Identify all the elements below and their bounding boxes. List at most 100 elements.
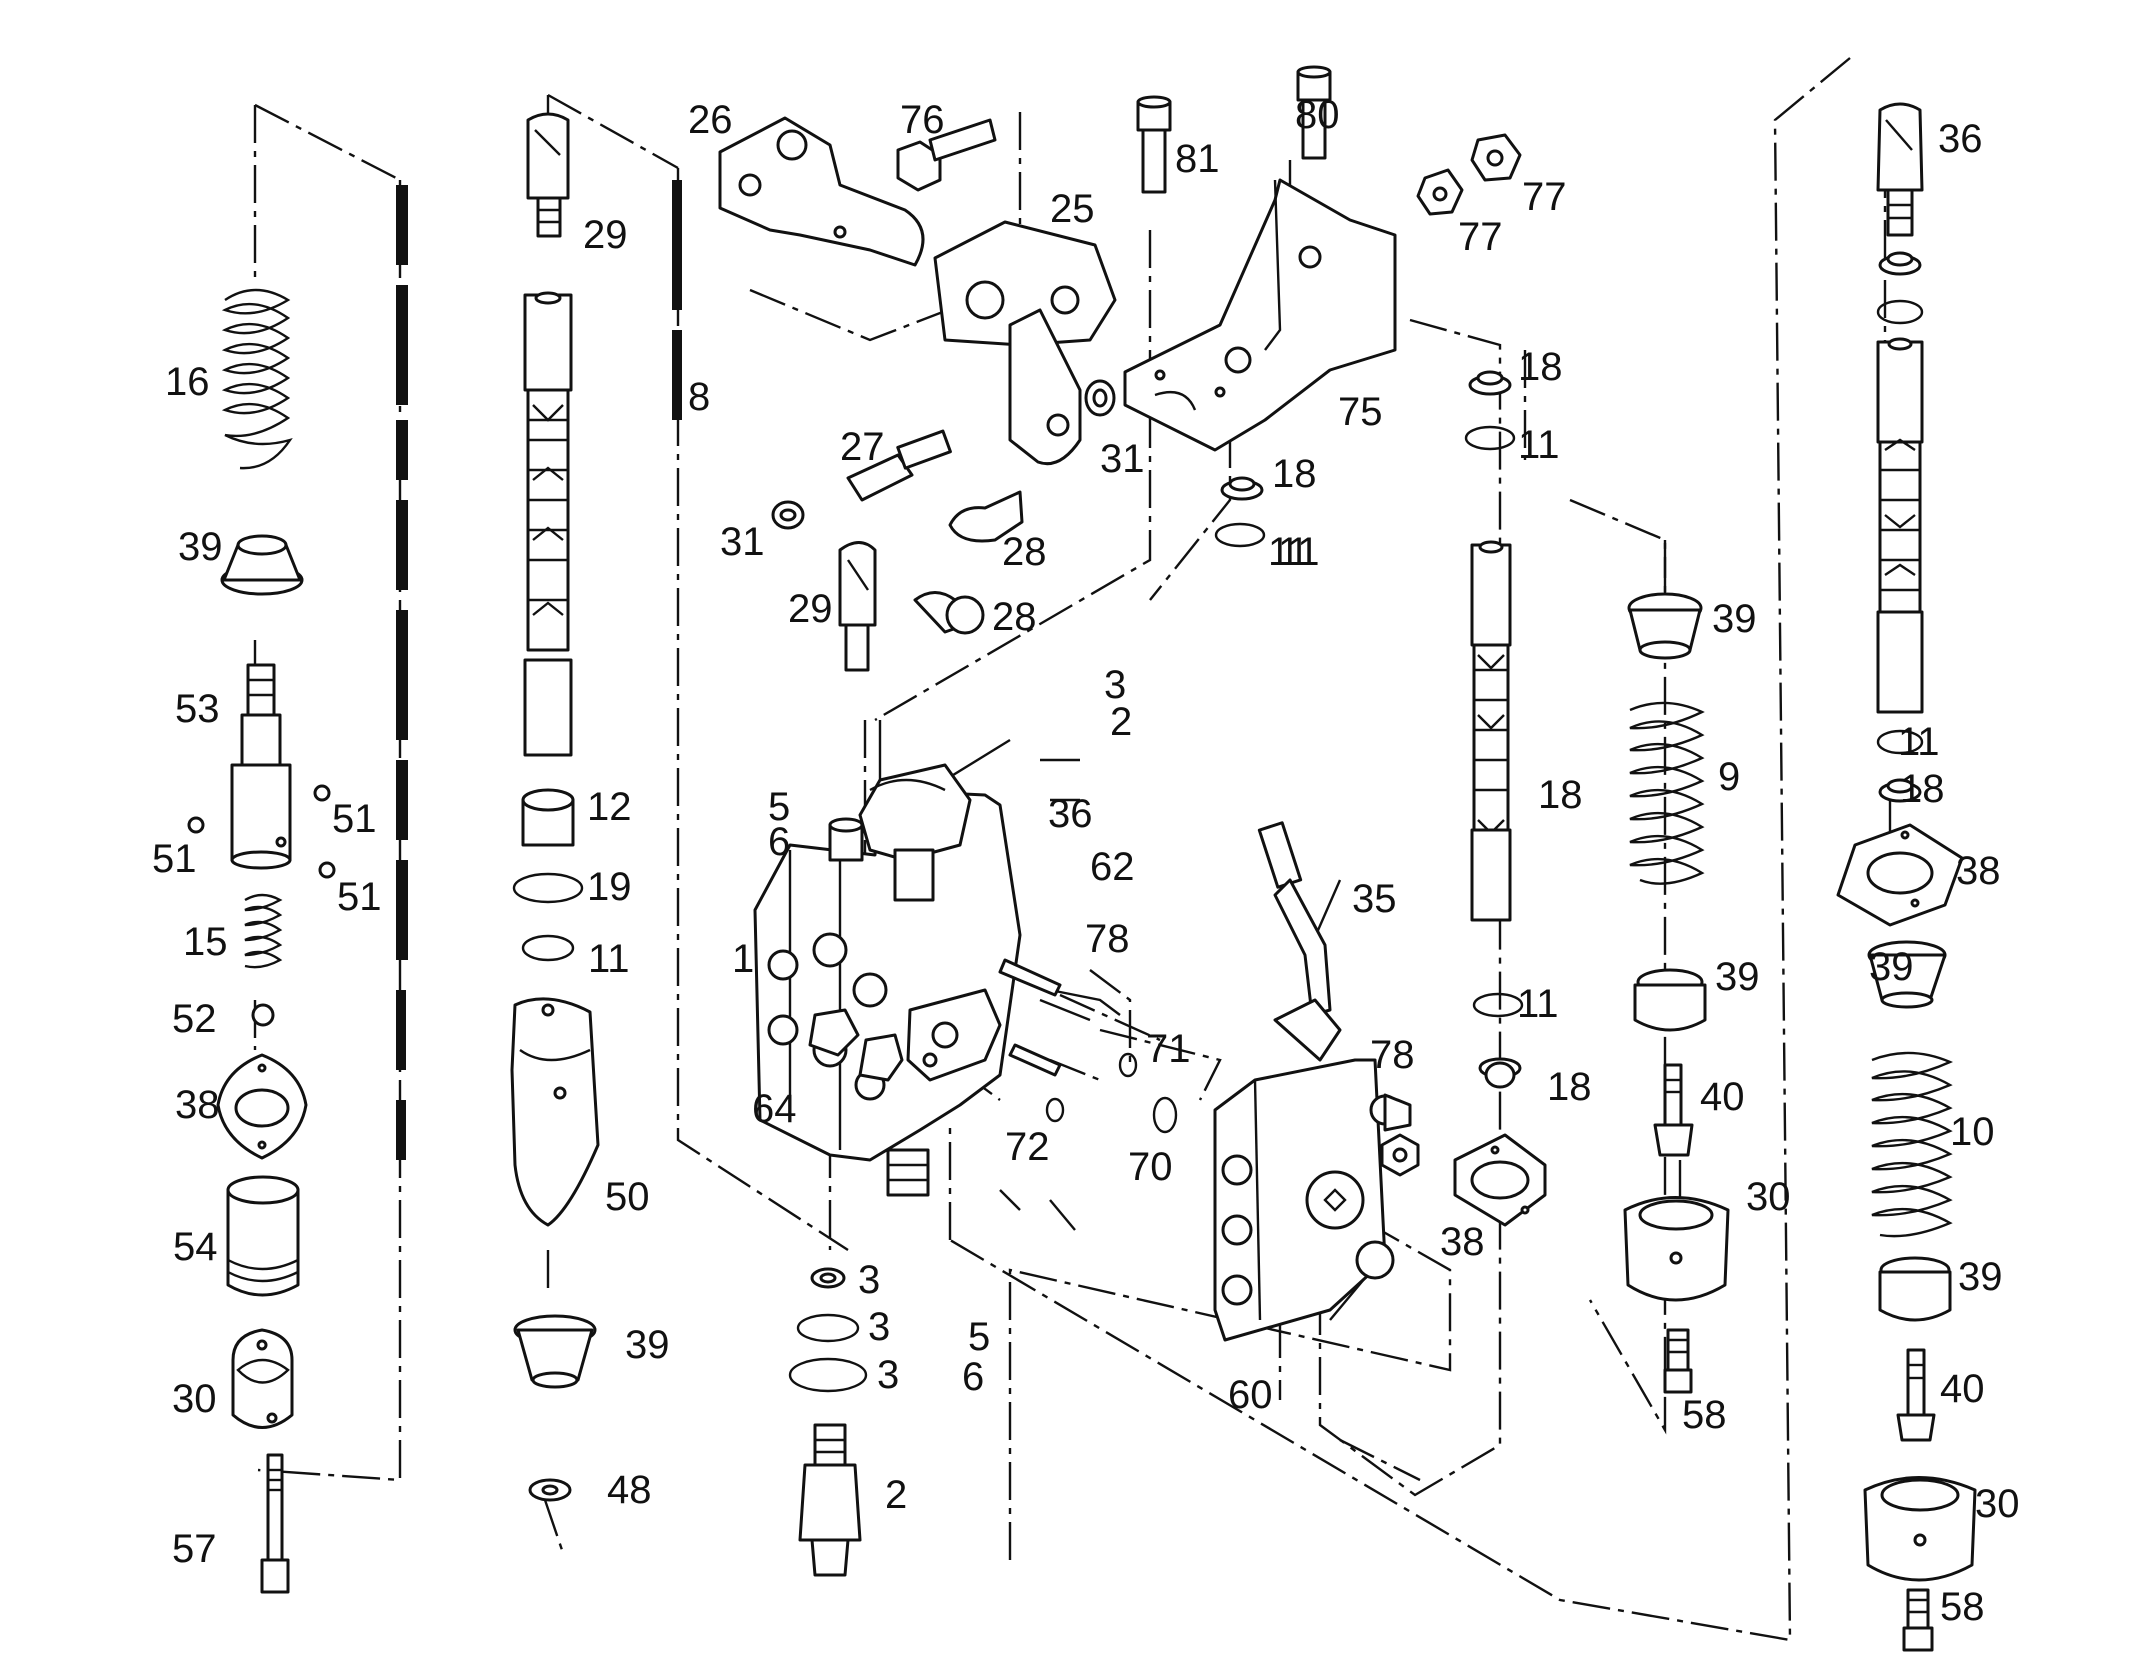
label-40-upper: 40 bbox=[1700, 1075, 1745, 1119]
cup-39-spring10-top bbox=[1867, 940, 1947, 1009]
label-40-lower: 40 bbox=[1940, 1367, 1985, 1411]
label-77-upper: 77 bbox=[1522, 175, 1567, 219]
label-1: 1 bbox=[732, 937, 754, 981]
label-31-right: 31 bbox=[1100, 437, 1145, 481]
label-10: 10 bbox=[1950, 1110, 1995, 1154]
label-54: 54 bbox=[173, 1225, 218, 1269]
nut-78 bbox=[1380, 1133, 1420, 1177]
label-18-right-lower: 18 bbox=[1900, 767, 1945, 811]
bolt-81 bbox=[1136, 95, 1172, 194]
bracket-75 bbox=[1123, 178, 1397, 452]
bolt-80 bbox=[1296, 65, 1332, 160]
washer-18-mid bbox=[1220, 476, 1264, 501]
label-11-center-lower: 11 bbox=[1517, 982, 1559, 1026]
oring-11-right-col-lower bbox=[1876, 729, 1924, 755]
label-51-right-a: 51 bbox=[332, 797, 377, 841]
body-60 bbox=[1213, 1058, 1412, 1342]
label-19: 19 bbox=[587, 865, 632, 909]
label-18-mid-b: 18 bbox=[1538, 773, 1583, 817]
label-53: 53 bbox=[175, 687, 220, 731]
washer-18-center-lower bbox=[1478, 1057, 1522, 1089]
label-3-top: 3 bbox=[1104, 663, 1126, 707]
bracket-26 bbox=[718, 116, 925, 267]
label-2-top: 2 bbox=[1110, 700, 1132, 744]
spring-16 bbox=[221, 288, 293, 470]
flange-38-center bbox=[1453, 1133, 1547, 1227]
oring-11-right-top bbox=[1464, 425, 1516, 451]
seal-3-a bbox=[810, 1267, 846, 1289]
label-27: 27 bbox=[840, 425, 885, 469]
rail-left bbox=[396, 180, 682, 1160]
pin-28-upper bbox=[948, 490, 1024, 543]
spring-9 bbox=[1629, 701, 1705, 885]
label-11-right-top: 11 bbox=[1518, 423, 1560, 467]
label-39-left: 39 bbox=[178, 525, 223, 569]
sleeve-12 bbox=[521, 788, 575, 847]
spring-10 bbox=[1871, 1051, 1953, 1238]
label-71: 71 bbox=[1146, 1027, 1191, 1071]
spool-right-col bbox=[1876, 337, 1924, 714]
cup-39-center-bottom bbox=[513, 1314, 597, 1389]
label-36-mid: 36 bbox=[1048, 792, 1093, 836]
label-78-lower: 78 bbox=[1370, 1033, 1415, 1077]
label-3-c: 3 bbox=[877, 1353, 899, 1397]
oring-3-c bbox=[788, 1357, 868, 1393]
label-77-lower: 77 bbox=[1458, 215, 1503, 259]
ball-52 bbox=[251, 1003, 275, 1027]
oring-71 bbox=[1118, 1052, 1138, 1078]
screw-40-upper bbox=[1653, 1063, 1694, 1157]
label-31-left: 31 bbox=[720, 520, 765, 564]
screw-58-right bbox=[1902, 1588, 1934, 1652]
label-52: 52 bbox=[172, 997, 217, 1041]
label-28-lower: 28 bbox=[992, 595, 1037, 639]
label-29-mid: 29 bbox=[788, 587, 833, 631]
pin-28-lower bbox=[913, 591, 985, 635]
label-57: 57 bbox=[172, 1527, 217, 1571]
cap-30-right bbox=[1863, 1476, 1977, 1582]
washer-18-right-col-lower bbox=[1878, 778, 1922, 803]
label-18-mid-a: 18 bbox=[1272, 452, 1317, 496]
oring-70 bbox=[1152, 1096, 1178, 1134]
label-29-top: 29 bbox=[583, 213, 628, 257]
plug-5-top bbox=[828, 817, 864, 862]
label-39-spring10-top: 39 bbox=[1869, 945, 1914, 989]
label-58-mid: 58 bbox=[1682, 1393, 1727, 1437]
spool-right-center bbox=[1470, 540, 1512, 922]
flange-38-left bbox=[216, 1053, 308, 1160]
shaft-53 bbox=[230, 663, 292, 870]
label-62: 62 bbox=[1090, 845, 1135, 889]
label-81: 81 bbox=[1175, 137, 1220, 181]
label-15: 15 bbox=[183, 920, 228, 964]
flange-38-right bbox=[1836, 823, 1964, 927]
label-75: 75 bbox=[1338, 390, 1383, 434]
bolt-76 bbox=[896, 118, 997, 192]
cup-39-spring9-bottom bbox=[1633, 968, 1707, 1032]
label-26: 26 bbox=[688, 98, 733, 142]
balls-51 bbox=[187, 784, 336, 879]
label-48: 48 bbox=[607, 1468, 652, 1512]
label-64: 64 bbox=[752, 1087, 797, 1131]
screw-58-mid bbox=[1663, 1328, 1693, 1394]
label-70: 70 bbox=[1128, 1145, 1173, 1189]
valve-body-62 bbox=[753, 788, 1022, 1162]
fitting-5-bottom bbox=[886, 1148, 930, 1197]
label-28-upper: 28 bbox=[1002, 530, 1047, 574]
cartridge-2 bbox=[798, 1423, 862, 1577]
top-cap-36 bbox=[858, 763, 972, 902]
cup-39-left bbox=[220, 534, 304, 596]
studs-78 bbox=[998, 958, 1062, 1077]
label-12: 12 bbox=[587, 785, 632, 829]
label-72: 72 bbox=[1005, 1125, 1050, 1169]
oring-11-center-lower bbox=[1472, 992, 1524, 1018]
cap-30-mid bbox=[1623, 1196, 1730, 1302]
washer-48 bbox=[528, 1478, 572, 1502]
label-30-left: 30 bbox=[172, 1377, 217, 1421]
oring-19 bbox=[512, 872, 584, 904]
label-25: 25 bbox=[1050, 187, 1095, 231]
handle-35 bbox=[1257, 821, 1342, 1062]
oring-72 bbox=[1045, 1097, 1065, 1123]
label-11-mid-a: 11 bbox=[1278, 530, 1320, 574]
link-25 bbox=[933, 220, 1117, 466]
clip-31-right bbox=[1084, 379, 1116, 417]
